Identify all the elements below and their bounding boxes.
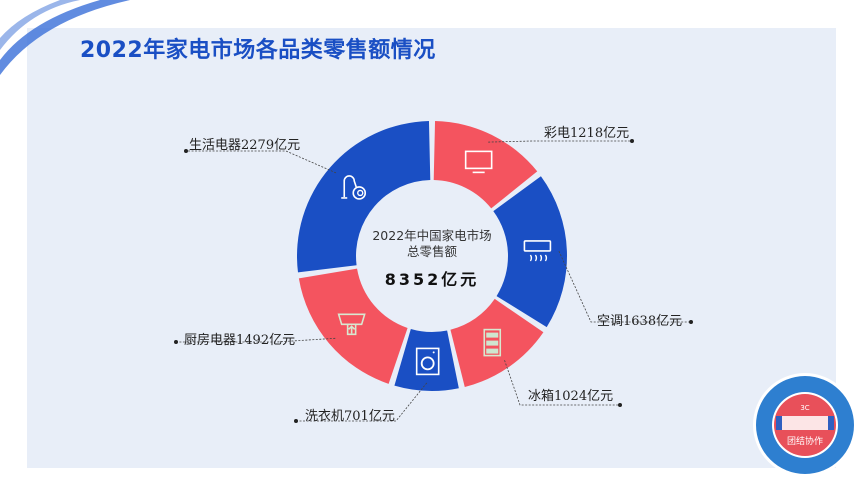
label-ac: 空调1638亿元 (597, 314, 683, 329)
washing-machine-icon (415, 347, 440, 376)
center-total: 8352亿元 (384, 270, 480, 289)
leader-dot (618, 403, 622, 407)
range-hood-icon (337, 313, 366, 336)
chart-panel (27, 28, 836, 468)
center-line-1: 2022年中国家电市场 (372, 228, 492, 243)
leader-line (504, 360, 620, 406)
label-kitchen: 厨房电器1492亿元 (184, 333, 296, 348)
slice-彩电 (433, 121, 538, 209)
vacuum-cleaner-icon (341, 175, 367, 200)
leader-dot (184, 149, 188, 153)
leader-dot (689, 320, 693, 324)
center-line-2: 总零售额 (406, 244, 457, 259)
air-conditioner-icon (523, 240, 552, 262)
leader-line (558, 250, 691, 323)
center-caption: 2022年中国家电市场 总零售额 (352, 228, 512, 260)
slice-厨房电器 (298, 268, 408, 384)
slice-洗衣机 (394, 328, 459, 391)
decorative-swoosh (0, 0, 130, 75)
page-title: 2022年家电市场各品类零售额情况 (80, 38, 436, 63)
leader-line (186, 150, 337, 174)
svg-text:3C: 3C (800, 404, 809, 412)
label-tv: 彩电1218亿元 (544, 126, 630, 141)
label-washer: 洗衣机701亿元 (305, 409, 395, 424)
leader-dot (174, 340, 178, 344)
leader-dot (294, 419, 298, 423)
label-fridge: 冰箱1024亿元 (528, 389, 614, 404)
leader-line (296, 382, 428, 422)
leader-dot (630, 139, 634, 143)
leader-line (176, 337, 336, 343)
leader-line (488, 140, 632, 143)
tv-icon (464, 150, 493, 174)
fridge-icon (483, 328, 502, 357)
svg-text:团结协作: 团结协作 (787, 435, 823, 447)
association-logo: 3C 团结协作 (753, 373, 857, 477)
label-living: 生活电器2279亿元 (189, 138, 301, 153)
